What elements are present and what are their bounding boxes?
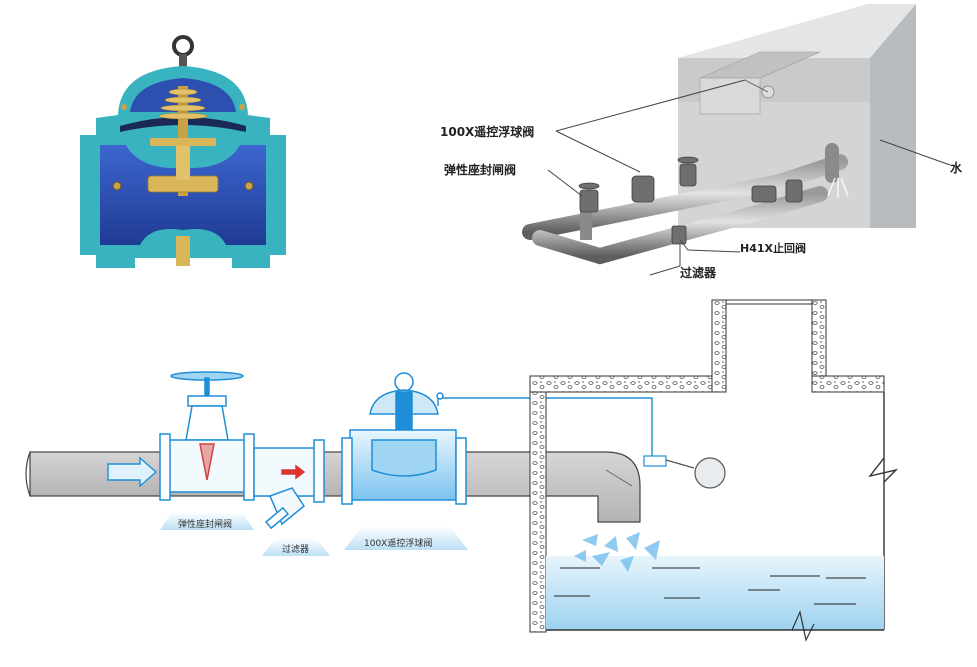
flow-arrow-icon xyxy=(107,456,158,488)
reservoir-tank xyxy=(529,299,899,642)
gate-valve-schematic xyxy=(159,371,255,501)
installation-3d-illustration: 100X遥控浮球阀 弹性座封闸阀 H41X止回阀 过滤器 水 xyxy=(440,4,963,280)
label-3d-strainer: 过滤器 xyxy=(680,265,717,280)
pilot-line xyxy=(442,397,653,456)
strainer-schematic xyxy=(253,439,325,530)
label-schematic-strainer: 过滤器 xyxy=(282,543,309,555)
schematic-labels: 弹性座封闸阀 过滤器 100X遥控浮球阀 xyxy=(160,512,468,556)
installation-schematic: 弹性座封闸阀 过滤器 100X遥控浮球阀 xyxy=(25,299,899,642)
float-valve-schematic xyxy=(341,372,467,505)
water-body xyxy=(546,556,884,630)
outlet-pipe xyxy=(459,451,641,523)
label-schematic-float-valve: 100X遥控浮球阀 xyxy=(364,537,432,549)
float-ball xyxy=(694,457,726,489)
label-3d-check-valve: H41X止回阀 xyxy=(740,241,806,255)
label-3d-float-valve: 100X遥控浮球阀 xyxy=(440,124,534,139)
label-schematic-gate-valve: 弹性座封闸阀 xyxy=(178,518,232,530)
label-3d-gate-valve: 弹性座封闸阀 xyxy=(444,162,516,177)
label-3d-tank: 水 xyxy=(950,160,963,175)
cutaway-valve-illustration xyxy=(80,35,286,268)
